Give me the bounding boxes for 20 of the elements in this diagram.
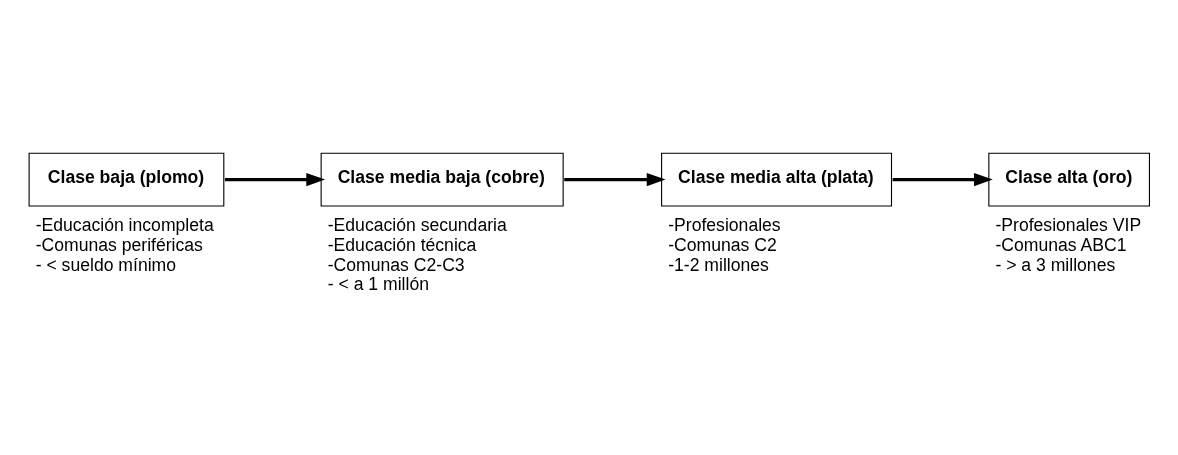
arrow	[892, 172, 993, 186]
node-label: - > a 3 millones	[995, 254, 1116, 275]
arrow	[564, 172, 666, 186]
node-label: - < sueldo mínimo	[35, 254, 177, 275]
node-label: -Comunas ABC1	[995, 234, 1127, 255]
node-label: -Educación técnica	[327, 234, 477, 255]
node-box: Clase baja (plomo)	[28, 152, 225, 207]
node-label: - < a 1 millón	[327, 273, 429, 294]
node-label: -Comunas periféricas	[35, 234, 203, 255]
node-label: -Comunas C2-C3	[327, 254, 465, 275]
node-label: -Profesionales VIP	[995, 214, 1142, 235]
node-label: -Profesionales	[668, 214, 781, 235]
node-label: -Educación incompleta	[35, 214, 214, 235]
arrow	[224, 172, 326, 186]
node-box: Clase media alta (plata)	[661, 152, 893, 207]
node-label: -Educación secundaria	[327, 214, 507, 235]
node-label: -1-2 millones	[668, 254, 769, 275]
node-box: Clase media baja (cobre)	[320, 152, 564, 207]
node-label: -Comunas C2	[668, 234, 777, 255]
node-box: Clase alta (oro)	[988, 152, 1150, 207]
